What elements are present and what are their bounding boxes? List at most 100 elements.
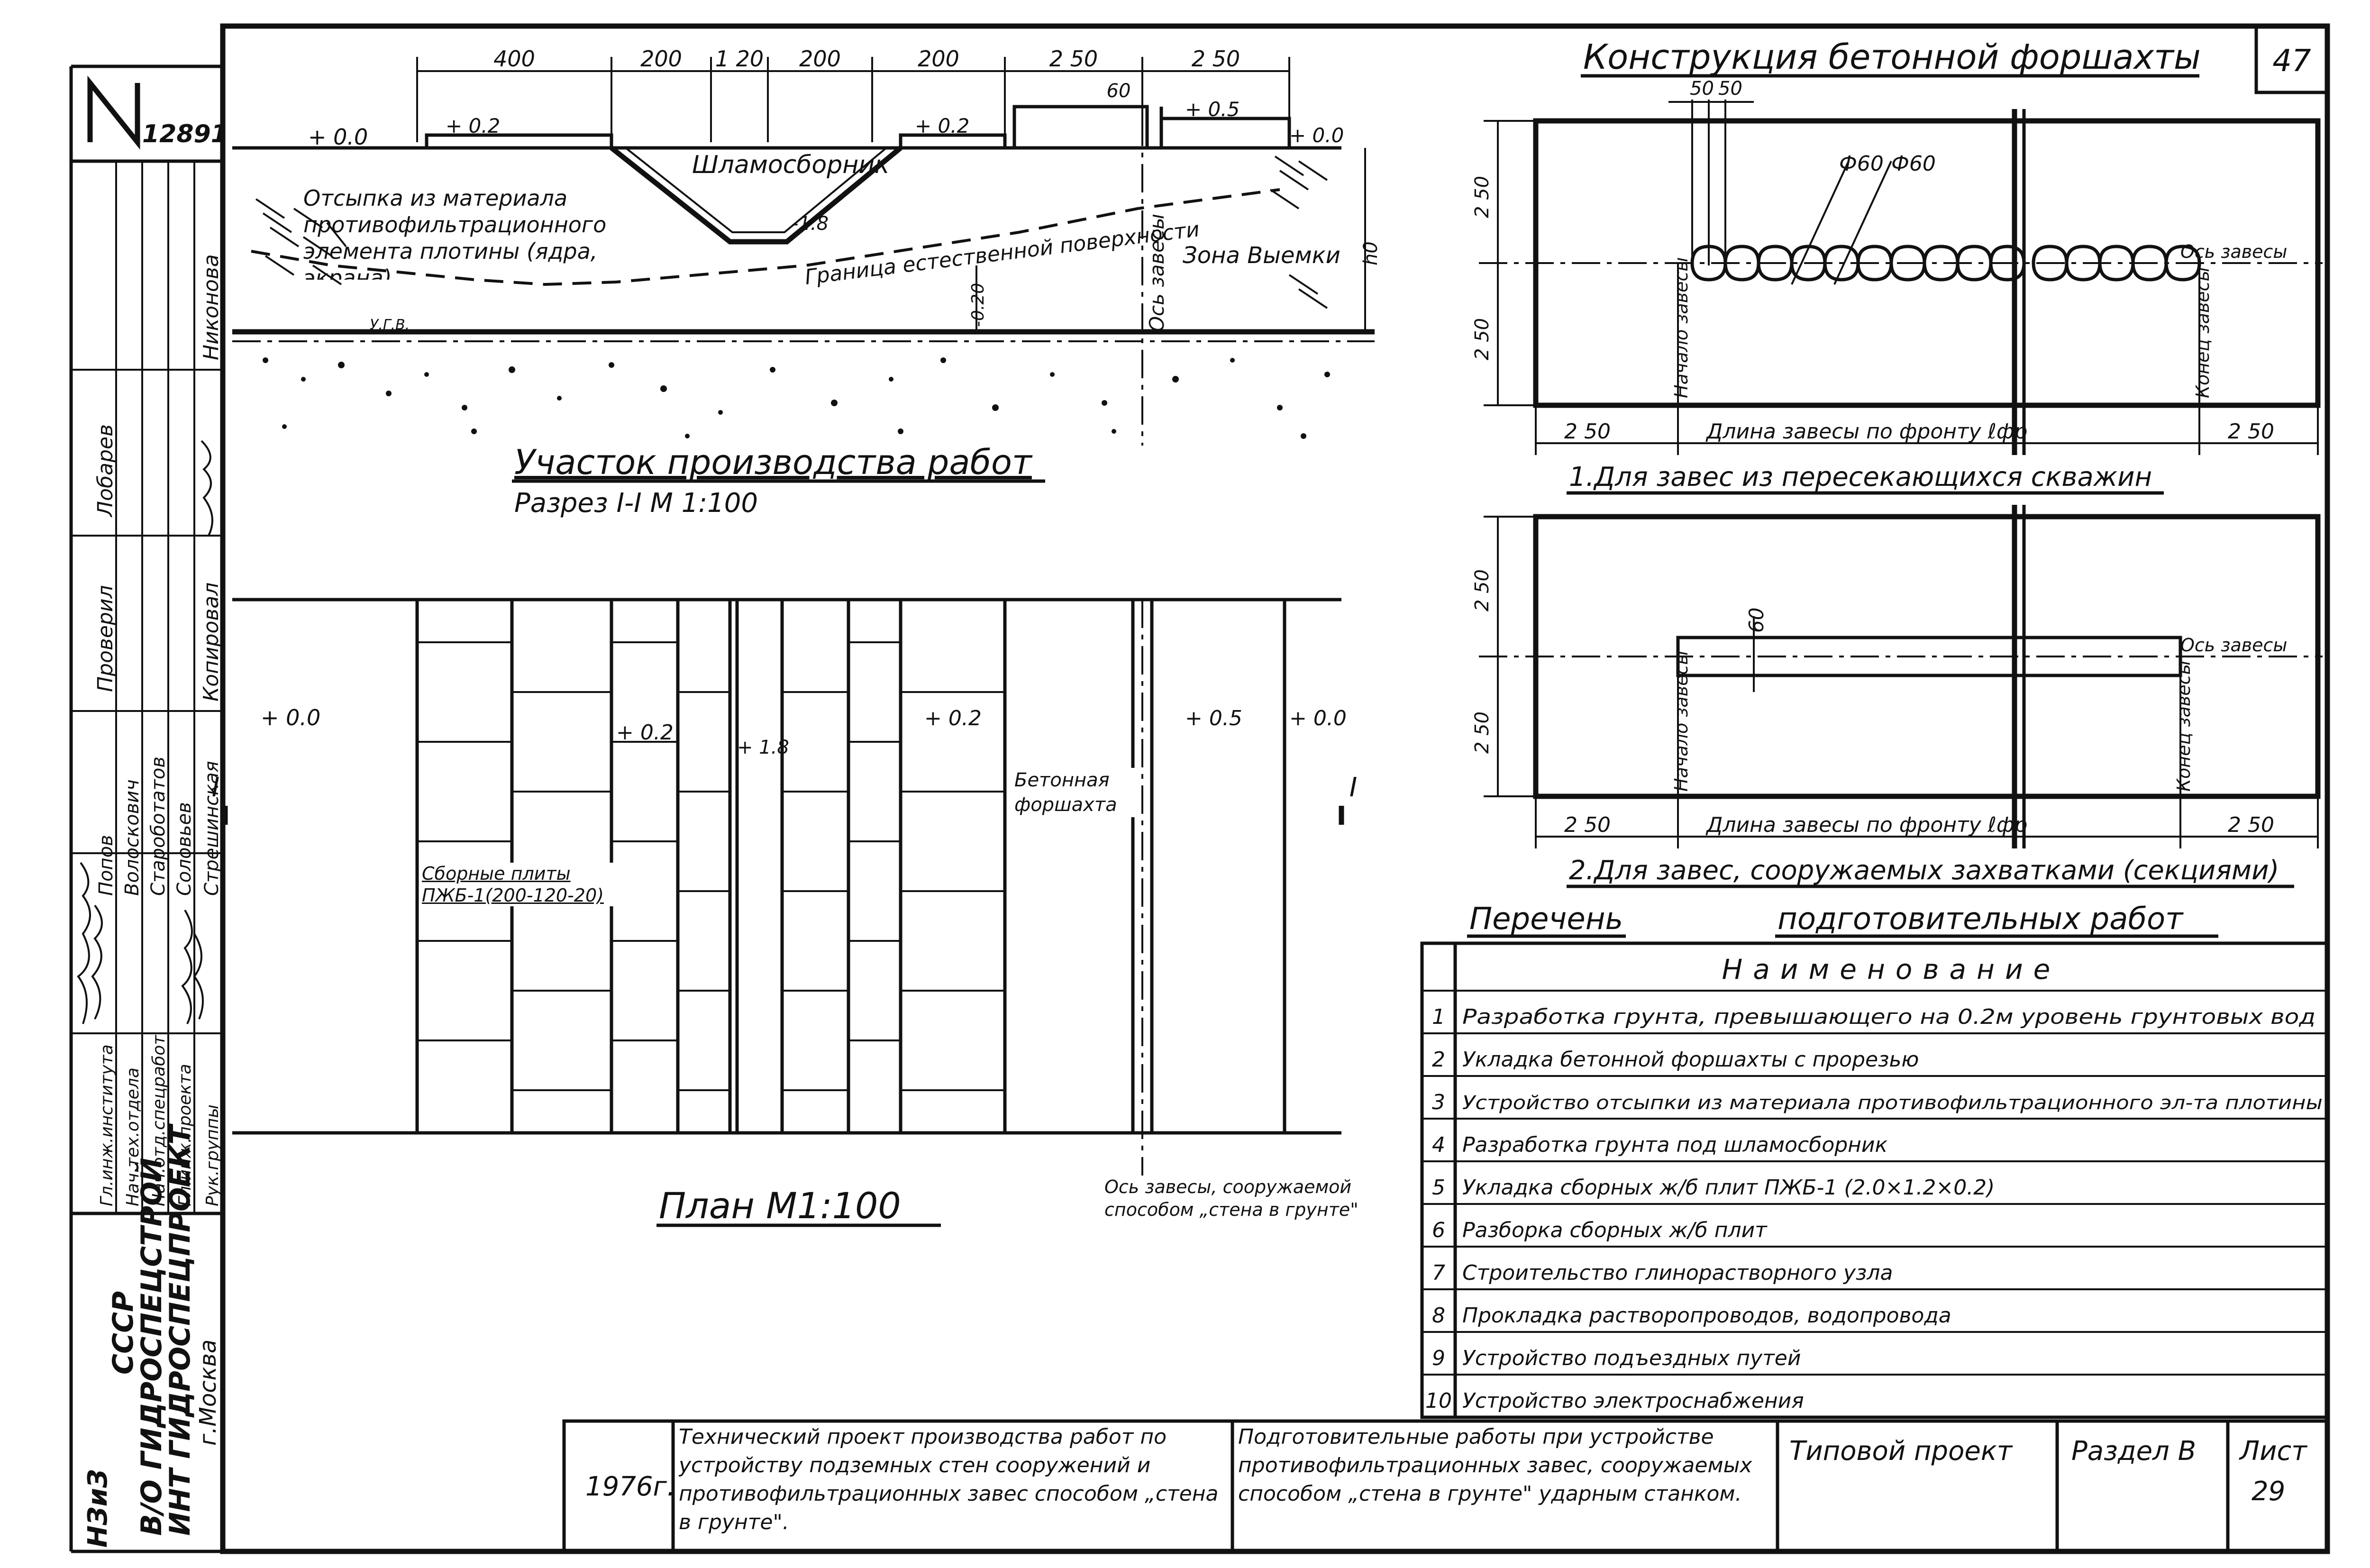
works-row-9-name: Устройство подъездных путей <box>1462 1346 1801 1370</box>
label-excavation-zone: Зона Выемки <box>1183 242 1340 269</box>
dim-side-250-c: 2 50 <box>1471 569 1493 611</box>
works-row-5-name: Укладка сборных ж/б плит ПЖБ-1 (2.0×1.2×… <box>1462 1176 1995 1200</box>
stamp-sign-label-1: Проверил <box>93 585 118 692</box>
org-country: СССР <box>107 1291 140 1375</box>
left-stamp: 12891 <box>69 64 228 1553</box>
label-length-1: Длина завесы по фронту ℓфр <box>1705 419 2027 444</box>
dim-top-50-b: 50 <box>1718 78 1742 100</box>
works-title-a: Перечень <box>1469 902 1623 937</box>
dim-200-b: 200 <box>799 46 841 72</box>
dim-bottom-250-c: 2 50 <box>1564 813 1611 837</box>
construction-view: Конструкция бетонной форшахты <box>1471 37 2323 888</box>
dim-200-c: 200 <box>918 46 959 72</box>
plan-title: План М1:100 <box>659 1185 901 1227</box>
label-end-1: Конец завесы <box>2192 267 2213 398</box>
label-groundwater: У.Г.В. <box>370 317 410 333</box>
org-index: НЗиЗ <box>82 1469 113 1548</box>
drawing-title: Подготовительные работы при устройстве п… <box>1238 1425 1752 1506</box>
plan-level-5: + 0.0 <box>1289 706 1347 730</box>
works-row-10-name: Устройство электроснабжения <box>1462 1389 1804 1413</box>
plan-level-4: + 0.5 <box>1185 706 1242 730</box>
caption-1: 1.Для завес из пересекающихся скважин <box>1569 462 2152 492</box>
plan-level-2: + 1.8 <box>737 737 789 758</box>
gravel-pattern <box>263 357 1330 439</box>
label-end-2: Конец завесы <box>2173 660 2194 792</box>
plan-level-1: + 0.2 <box>616 720 674 745</box>
dim-bottom-250-b: 2 50 <box>2228 419 2274 444</box>
org-city: г.Москва <box>195 1340 221 1446</box>
section-mark-right: I <box>1349 772 1358 803</box>
stamp-roles: Гл.инж.института Нач.тех.отдела Нач.отд.… <box>93 254 223 1206</box>
title-block: 1976г. Технический проект производства р… <box>562 1419 2329 1553</box>
works-row-10-num: 10 <box>1425 1389 1452 1413</box>
label-backfill: Отсыпка из материала противофильтрационн… <box>303 185 607 280</box>
dim-120: 1 20 <box>715 46 764 72</box>
plan-level-0: + 0.0 <box>261 705 320 730</box>
label-concrete-guide-wall: Бетонная форшахта <box>1014 768 1138 817</box>
label-plan-axis-note: Ось завесы, сооружаемой способом „стена … <box>1104 1176 1358 1220</box>
section-label: Раздел В <box>2071 1436 2196 1467</box>
label-axis-2: Ось завесы <box>2180 635 2288 656</box>
works-row-5-num: 5 <box>1432 1176 1445 1200</box>
stamp-role-1: Гл.инж.института <box>97 1044 117 1206</box>
works-title-b: подготовительных работ <box>1778 902 2184 937</box>
dim-side-250-b: 2 50 <box>1471 318 1493 360</box>
stamp-sign-name-1: Лобарев <box>93 424 118 518</box>
hatch-left <box>255 198 347 285</box>
section-marks <box>222 806 1344 825</box>
sheet-label: Лист <box>2239 1436 2307 1467</box>
stamp-name-1: Попов <box>95 835 117 896</box>
works-list: Перечень подготовительных работ Наименов… <box>1420 902 2329 1419</box>
hatch-right <box>1269 155 1328 309</box>
stamp-name-2: Волоскович <box>121 779 143 896</box>
dim-200-a: 200 <box>640 46 682 72</box>
section-level-4: + 0.0 <box>1289 124 1344 147</box>
label-natural-boundary: Граница естественной поверхности <box>803 217 1201 290</box>
works-row-2-name: Укладка бетонной форшахты с прорезью <box>1462 1048 1919 1072</box>
works-row-7-num: 7 <box>1432 1261 1445 1285</box>
works-row-1-name: Разработка грунта, превышающего на 0.2м … <box>1462 1005 2315 1029</box>
section-level-6: -0.20 <box>968 283 988 327</box>
label-axis-1: Ось завесы <box>2180 242 2288 262</box>
stamp-role-2: Нач.тех.отдела <box>123 1067 143 1206</box>
dim-width-60: 60 <box>1745 608 1768 633</box>
organisation-block: СССР В/О ГИДРОСПЕЦСТРОЙ ИНТ ГИДРОСПЕЦПРО… <box>82 1123 221 1548</box>
section-mark-left: I <box>212 772 220 803</box>
dim-60: 60 <box>1107 80 1131 102</box>
dim-250-a: 2 50 <box>1049 46 1098 72</box>
section-level-5: -1.8 <box>792 213 829 235</box>
sheet-number: 29 <box>2252 1476 2285 1507</box>
corner-box <box>2254 24 2329 94</box>
corner-number: 47 <box>2272 44 2311 79</box>
section-view: 400 200 1 20 200 200 2 50 2 50 60 <box>232 46 1382 519</box>
archive-mark-icon <box>87 75 140 150</box>
project-title: Технический проект производства работ по… <box>679 1425 1219 1534</box>
dim-bottom-250-a: 2 50 <box>1564 419 1611 444</box>
label-h0: h0 <box>1360 241 1382 265</box>
section-level-1: + 0.2 <box>446 114 500 137</box>
works-row-1-num: 1 <box>1432 1005 1445 1029</box>
stamp-sign-label-2: Копировал <box>199 583 223 702</box>
stamp-role-5: Рук.группы <box>203 1104 222 1206</box>
dim-side-250-a: 2 50 <box>1471 176 1493 218</box>
works-row-3-name: Устройство отсыпки из материала противоф… <box>1462 1092 2323 1114</box>
section-level-3: + 0.5 <box>1185 98 1240 121</box>
label-length-2: Длина завесы по фронту ℓфр <box>1705 813 2027 837</box>
works-row-9-num: 9 <box>1432 1346 1445 1370</box>
dim-400: 400 <box>493 46 535 72</box>
label-precast-plates: Сборные плиты ПЖБ-1(200-120-20) <box>422 863 621 906</box>
dim-top-50-a: 50 <box>1690 78 1714 100</box>
dim-250-b: 2 50 <box>1192 46 1240 72</box>
works-header: Наименование <box>1722 953 2061 985</box>
construction-title: Конструкция бетонной форшахты <box>1583 37 2201 77</box>
typical-project: Типовой проект <box>1789 1436 2013 1467</box>
dim-bottom-250-d: 2 50 <box>2228 813 2274 837</box>
works-row-6-num: 6 <box>1432 1218 1445 1242</box>
works-row-2-num: 2 <box>1432 1048 1445 1072</box>
archive-number: 12891 <box>142 120 228 148</box>
label-sludge-collector: Шламосборник <box>692 151 890 179</box>
dim-side-250-d: 2 50 <box>1471 711 1493 754</box>
works-row-4-name: Разработка грунта под шламосборник <box>1462 1133 1888 1157</box>
works-row-6-name: Разборка сборных ж/б плит <box>1462 1218 1768 1242</box>
